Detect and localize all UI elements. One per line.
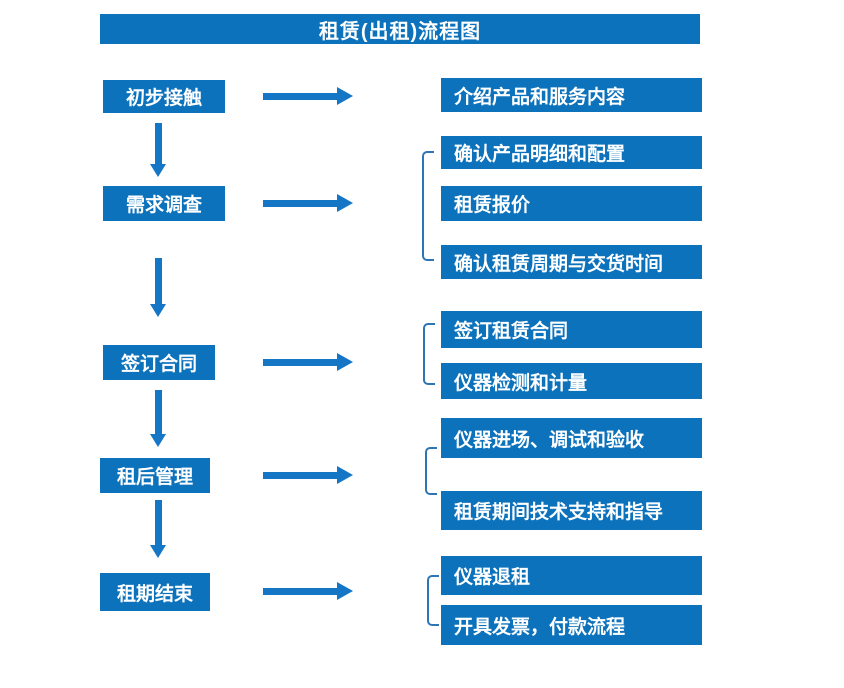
- arrow-down-icon: [150, 390, 166, 447]
- bracket-icon: [427, 575, 439, 626]
- arrow-head: [150, 304, 166, 317]
- bracket-icon: [425, 447, 437, 495]
- arrow-shaft: [154, 123, 162, 164]
- detail-box-instrument-entry-debug-acceptance: 仪器进场、调试和验收: [441, 418, 702, 458]
- detail-box-sign-rental-contract: 签订租赁合同: [441, 311, 702, 348]
- page-title: 租赁(出租)流程图: [100, 14, 700, 44]
- step-box-initial-contact: 初步接触: [103, 80, 225, 113]
- bracket-icon: [422, 151, 434, 261]
- arrow-head: [337, 466, 353, 484]
- arrow-head: [337, 87, 353, 105]
- arrow-right-icon: [263, 194, 353, 212]
- arrow-head: [150, 434, 166, 447]
- arrow-shaft: [263, 587, 337, 595]
- arrow-head: [337, 582, 353, 600]
- step-box-demand-survey: 需求调查: [103, 186, 225, 221]
- arrow-head: [150, 545, 166, 558]
- arrow-right-icon: [263, 87, 353, 105]
- detail-box-invoice-payment-process: 开具发票，付款流程: [441, 605, 702, 645]
- detail-box-instrument-testing-metrology: 仪器检测和计量: [441, 363, 702, 399]
- bracket-icon: [423, 323, 435, 385]
- step-box-post-rental-management: 租后管理: [100, 458, 210, 493]
- arrow-down-icon: [150, 500, 166, 558]
- step-box-rental-end: 租期结束: [100, 573, 210, 611]
- arrow-right-icon: [263, 582, 353, 600]
- detail-box-technical-support-guidance: 租赁期间技术支持和指导: [441, 491, 702, 530]
- arrow-right-icon: [263, 466, 353, 484]
- detail-box-rental-quotation: 租赁报价: [441, 186, 702, 221]
- arrow-shaft: [263, 358, 337, 366]
- arrow-shaft: [154, 258, 162, 304]
- arrow-shaft: [263, 471, 337, 479]
- arrow-shaft: [263, 199, 337, 207]
- detail-box-confirm-product-details: 确认产品明细和配置: [441, 136, 702, 169]
- arrow-head: [337, 194, 353, 212]
- arrow-head: [337, 353, 353, 371]
- detail-box-introduce-products-services: 介绍产品和服务内容: [441, 78, 702, 112]
- arrow-down-icon: [150, 258, 166, 317]
- arrow-shaft: [154, 500, 162, 545]
- arrow-shaft: [154, 390, 162, 434]
- arrow-down-icon: [150, 123, 166, 177]
- arrow-right-icon: [263, 353, 353, 371]
- detail-box-instrument-return: 仪器退租: [441, 556, 702, 595]
- detail-box-confirm-period-delivery: 确认租赁周期与交货时间: [441, 245, 702, 279]
- arrow-head: [150, 164, 166, 177]
- step-box-sign-contract: 签订合同: [103, 345, 215, 380]
- arrow-shaft: [263, 92, 337, 100]
